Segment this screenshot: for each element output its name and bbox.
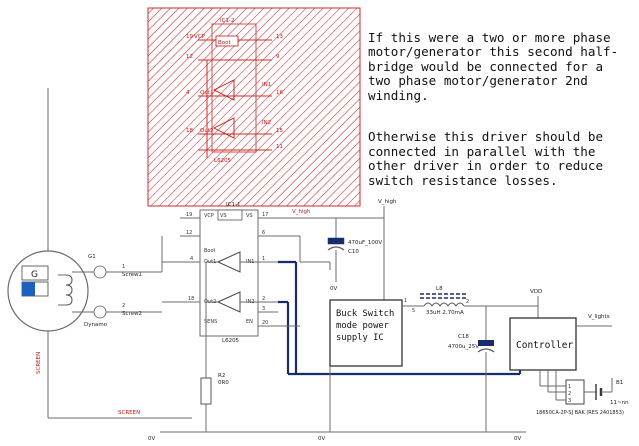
c18-label: C18 xyxy=(458,334,469,340)
ic1-2-pin-11: 11 xyxy=(276,144,283,150)
ic1-1-driver: VS IC1-1 VCP VS Boot Out1 Out2 IN1 IN2 S… xyxy=(161,202,300,432)
v-high-wire-label: V_high xyxy=(292,209,311,215)
ic1-2-pin-16: 16 xyxy=(276,90,283,96)
ic1-2-vcp-label: VCP xyxy=(194,34,206,40)
inactive-half-bridge-region: IC1-2 Boot L6205 VCP Out1 Out2 IN1 IN2 1… xyxy=(147,7,361,207)
battery-connector: 1 2 3 B1 11~nn 18650CA-2P-SJ BAK (RES 24… xyxy=(536,370,629,416)
v-high-top-label: V_high xyxy=(378,199,397,205)
ic1-2-in1-label: IN1 xyxy=(262,82,271,88)
ic1-1-pin-20: 20 xyxy=(262,320,268,326)
r2-value: 0R0 xyxy=(218,380,229,386)
ic1-1-pin-6: 6 xyxy=(262,230,265,236)
dynamo-label: Dynamo xyxy=(84,322,108,328)
ic1-1-pin-4: 4 xyxy=(190,256,193,262)
capacitor-c18: C18 4700u_25V xyxy=(448,306,495,432)
ic1-1-pin-18: 18 xyxy=(188,296,194,302)
b1-label: B1 xyxy=(616,380,623,386)
c10-value: 470uF_100V xyxy=(348,240,382,246)
ic1-2-pin-15: 15 xyxy=(276,128,283,134)
ic1-2-out1-label: Out1 xyxy=(200,90,213,96)
v-high-net: V_high V_high 470uF_100V C10 0V xyxy=(270,199,397,302)
ic1-2-pin-4: 4 xyxy=(186,90,190,96)
screen-vertical-label: SCREEN xyxy=(36,352,42,374)
screen-wire: SCREEN SCREEN xyxy=(36,88,192,419)
ic1-1-boot-top: VS xyxy=(220,213,227,219)
screw1-label: Screw1 xyxy=(122,272,142,278)
conn-pin-1: 1 xyxy=(568,384,571,390)
c18-value: 4700u_25V xyxy=(448,344,479,350)
buck-line1: Buck Switch xyxy=(336,309,394,319)
ic1-1-pin-2: 2 xyxy=(262,296,265,302)
ic1-2-label: IC1-2 xyxy=(220,18,234,24)
ic1-1-pin-3: 3 xyxy=(262,306,265,312)
ic1-2-pin-9: 9 xyxy=(276,54,280,60)
svg-text:2: 2 xyxy=(122,303,125,309)
ic1-1-sens: SENS xyxy=(204,319,217,325)
ic1-1-pin-17: 17 xyxy=(262,212,268,218)
ic1-2-pin-18: 18 xyxy=(186,128,193,134)
gnd-right: 0V xyxy=(514,436,521,442)
controller-label: Controller xyxy=(516,340,573,351)
note-paragraph-2: Otherwise this driver should be connecte… xyxy=(368,129,604,188)
ic1-2-out2-label: Out2 xyxy=(200,128,213,134)
buck-pin-1: 1 xyxy=(404,298,407,304)
gnd-center: 0V xyxy=(318,436,325,442)
b1-value: 11~nn xyxy=(610,400,629,406)
g1-label: G1 xyxy=(88,254,96,260)
gnd-c10: 0V xyxy=(330,286,337,292)
r2-label: R2 xyxy=(218,373,225,379)
ic1-1-label: IC1-1 xyxy=(226,202,240,208)
svg-text:1: 1 xyxy=(122,264,125,270)
ic1-1-vcp: VCP xyxy=(204,213,214,219)
inductor-l8: L8 33uH 2.70mA 2 xyxy=(420,286,538,316)
ic1-1-pin-1: 1 xyxy=(262,256,265,262)
connector-label: 18650CA-2P-SJ BAK (RES 2401853) xyxy=(536,410,624,416)
gnd-left: 0V xyxy=(148,436,155,442)
screen-bottom-label: SCREEN xyxy=(118,410,140,416)
ic1-1-boot: Boot xyxy=(204,248,216,254)
power-bus xyxy=(278,260,522,376)
ic1-2-pin-12: 12 xyxy=(186,54,193,60)
ic1-1-pin-12: 12 xyxy=(186,230,192,236)
buck-line3: supply IC xyxy=(336,333,384,343)
ground-rail: 0V 0V 0V xyxy=(148,366,526,442)
screw2-label: Screw2 xyxy=(122,311,142,317)
half-bridge-note: If this were a two or more phase motor/g… xyxy=(368,16,630,215)
vdd-label: VDD xyxy=(530,289,542,295)
buck-pin-5: 5 xyxy=(412,308,415,314)
ic1-1-vs: VS xyxy=(246,213,253,219)
generator-symbol-label: G xyxy=(31,270,38,280)
l8-label: L8 xyxy=(436,286,443,292)
l8-value: 33uH 2.70mA xyxy=(426,310,464,316)
note-paragraph-1: If this were a two or more phase motor/g… xyxy=(368,29,619,103)
buck-line2: mode power xyxy=(336,321,389,331)
ic1-1-pin-19: 19 xyxy=(186,212,192,218)
ic1-2-part-label: L6205 xyxy=(214,158,232,164)
ic1-2-pin-13: 13 xyxy=(276,34,283,40)
conn-pin-2: 2 xyxy=(568,391,571,397)
controller-section: VDD Controller V_lights xyxy=(509,289,612,371)
dynamo-generator: G G1 1 2 Screw1 Screw2 Dynamo xyxy=(7,250,162,332)
conn-pin-3: 3 xyxy=(568,398,571,404)
ic1-2-boot-label: Boot xyxy=(218,40,232,46)
buck-switch-ic: Buck Switch mode power supply IC 1 5 xyxy=(329,298,424,367)
ic1-1-en: EN xyxy=(246,319,253,325)
ic1-1-part: L6205 xyxy=(222,338,240,344)
c10-label: C10 xyxy=(348,249,359,255)
l8-pin-2: 2 xyxy=(466,299,469,305)
ic1-2-in2-label: IN2 xyxy=(262,120,271,126)
ic1-2-pin-19: 19 xyxy=(186,34,193,40)
v-lights-label: V_lights xyxy=(588,314,610,320)
